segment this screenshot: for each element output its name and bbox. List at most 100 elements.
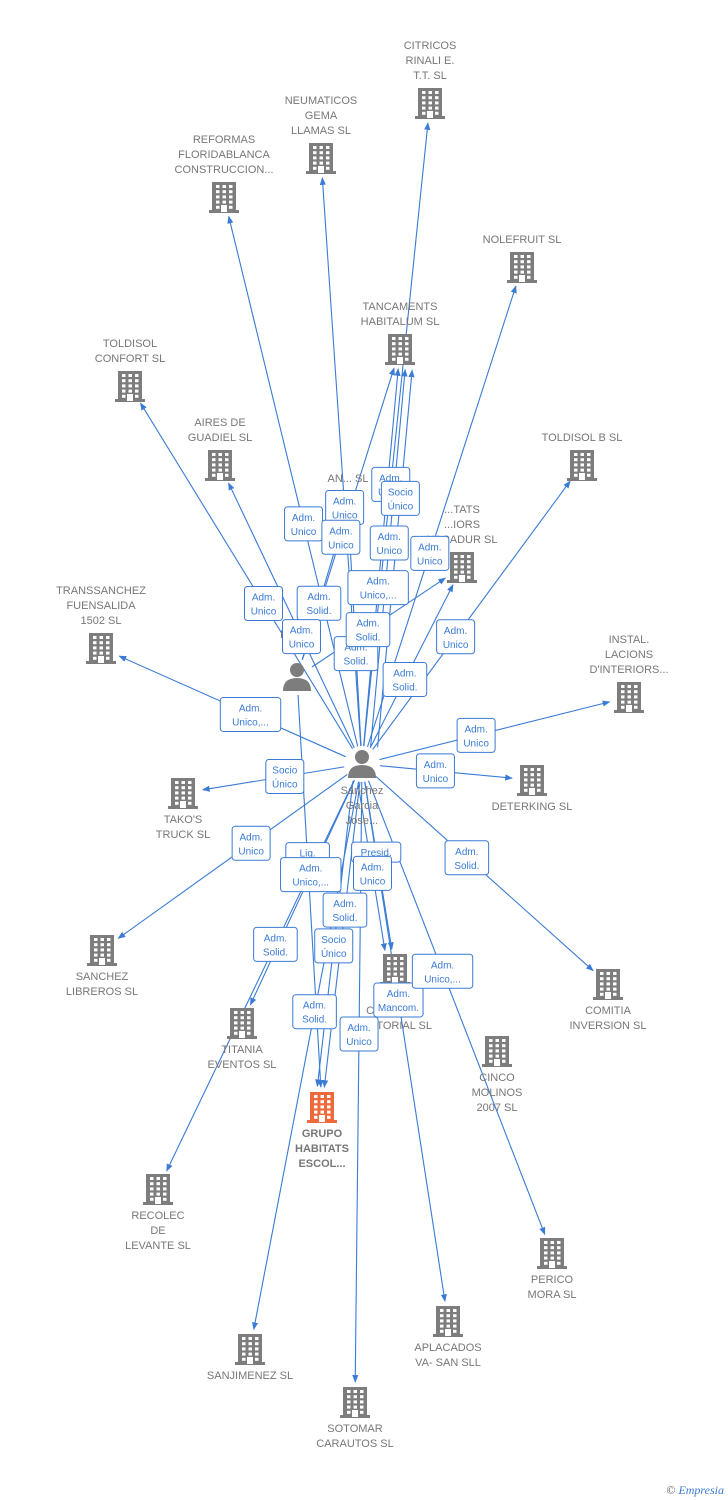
edge-label[interactable]: Adm.Solid.: [345, 612, 391, 648]
edge-label[interactable]: Adm.Solid.: [322, 892, 368, 928]
building-window: [94, 943, 98, 947]
building-window: [550, 1256, 554, 1260]
edge-label[interactable]: Adm.Unico,...: [219, 696, 282, 732]
edge-label-text: Unico: [443, 640, 469, 651]
edge-label-box: [265, 759, 305, 795]
building-window: [247, 1026, 251, 1030]
building-window: [587, 458, 591, 462]
building-window: [247, 1011, 251, 1014]
person-head: [355, 750, 369, 764]
edge-label[interactable]: Adm.Solid.: [253, 926, 298, 962]
node-toldisol_b[interactable]: TOLDISOL B SL: [542, 432, 623, 481]
building-window: [94, 948, 98, 952]
edge-sanchez-toldisol_confort: [139, 402, 354, 749]
building-window: [557, 1256, 561, 1260]
building-window: [229, 185, 233, 188]
edge-label[interactable]: Adm.Unico,...: [411, 953, 474, 989]
building-window: [621, 685, 625, 688]
edge-label[interactable]: Adm.Solid.: [444, 840, 490, 876]
building-window: [327, 1110, 331, 1114]
building-window: [530, 783, 534, 787]
edge-label-text: Adm.: [444, 626, 467, 637]
edge-label[interactable]: Adm.Unico: [281, 619, 321, 655]
edge-label-box: [280, 857, 342, 893]
edge-label[interactable]: Adm.Unico: [243, 586, 283, 622]
edge-label-text: Unico: [328, 540, 354, 551]
edge-label[interactable]: Adm.Unico: [321, 519, 361, 555]
edge-label[interactable]: Adm.Unico,...: [280, 857, 342, 893]
building-window: [313, 156, 317, 160]
building-window: [634, 690, 638, 694]
building-window: [360, 1400, 364, 1404]
node-sanchez[interactable]: SanchezGarciaJose...: [341, 750, 384, 827]
node-label: LLAMAS SL: [291, 125, 351, 137]
edge-label[interactable]: Adm.Unico: [325, 489, 365, 525]
building-door: [155, 1197, 161, 1204]
building-door: [549, 1261, 555, 1268]
building-window: [188, 781, 192, 784]
node-deterking[interactable]: DETERKING SL: [492, 765, 573, 813]
edge-label[interactable]: Adm.Unico: [284, 506, 324, 542]
edge-label[interactable]: Adm.Solid.: [382, 661, 428, 697]
empresia-logo[interactable]: ©Empresia: [666, 1483, 724, 1498]
edge-label[interactable]: Adm.Unico: [410, 535, 450, 571]
edge-label[interactable]: Adm.Unico: [456, 717, 496, 753]
building-window: [527, 265, 531, 269]
building-icon: [143, 1174, 173, 1205]
edge-label[interactable]: Adm.Solid.: [292, 994, 337, 1030]
building-window: [440, 1329, 444, 1333]
node-reformas[interactable]: REFORMASFLORIDABLANCACONSTRUCCION...: [175, 134, 274, 213]
edge-label-text: Adm.: [418, 542, 441, 553]
building-window: [524, 768, 528, 771]
edge-label[interactable]: Adm.Unico: [353, 855, 393, 891]
building-window: [544, 1241, 548, 1244]
building-window: [188, 786, 192, 790]
building-window: [400, 977, 404, 981]
node-sanjimenez[interactable]: SANJIMENEZ SL: [207, 1334, 293, 1382]
node-nolefruit[interactable]: NOLEFRUIT SL: [483, 234, 562, 283]
edge-label[interactable]: Adm.Unico,...: [347, 570, 409, 606]
building-window: [222, 200, 226, 204]
edge-label[interactable]: Adm. Unico: [436, 619, 476, 655]
building-window: [247, 1021, 251, 1025]
building-window: [248, 1347, 252, 1351]
node-instal[interactable]: INSTAL.LACIONSD'INTERIORS...: [589, 634, 669, 713]
edge-label[interactable]: Adm.Unico: [369, 525, 409, 561]
building-window: [580, 468, 584, 472]
edge-label[interactable]: Adm.Unico: [415, 753, 455, 789]
edge-label-text: Unico: [376, 546, 402, 557]
edge-label[interactable]: Adm.Unico: [231, 825, 271, 861]
building-window: [606, 977, 610, 981]
node-label: AN... SL: [328, 473, 369, 485]
building-window: [122, 394, 126, 398]
edge-label[interactable]: Adm.Unico: [339, 1016, 379, 1052]
node-label: LEVANTE SL: [125, 1240, 191, 1252]
building-window: [135, 379, 139, 383]
node-grupo[interactable]: GRUPOHABITATSESCOL...: [295, 1092, 349, 1170]
edge-label[interactable]: Adm.Solid.: [296, 585, 342, 621]
building-window: [122, 379, 126, 383]
edge-label[interactable]: Adm.Mancom.: [373, 982, 424, 1018]
building-window: [212, 468, 216, 472]
building-window: [606, 987, 610, 991]
node-label: GEMA: [305, 110, 338, 122]
building-window: [514, 265, 518, 269]
